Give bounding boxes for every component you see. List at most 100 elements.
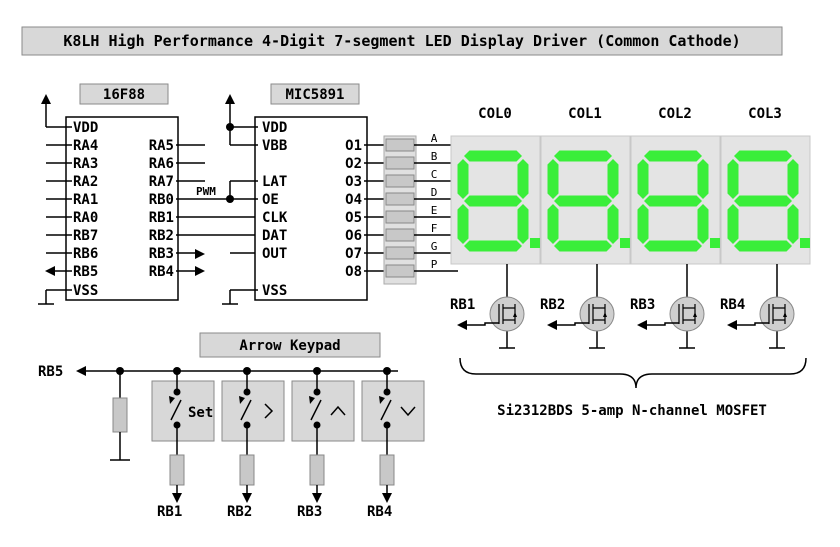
pic-pin-ra4: RA4 bbox=[73, 138, 98, 154]
digit-3 bbox=[720, 135, 811, 265]
pic-pin-ra2: RA2 bbox=[73, 174, 98, 190]
driver-pin-o1: O1 bbox=[345, 138, 362, 154]
pic-pin-rb3: RB3 bbox=[149, 246, 174, 262]
key-label: Set bbox=[188, 405, 213, 421]
driver-pin-o7: O7 bbox=[345, 246, 362, 262]
column-label-col1: COL1 bbox=[568, 106, 602, 122]
segment-letter-e: E bbox=[431, 204, 438, 217]
mosfet-rb2: RB2 bbox=[540, 264, 615, 349]
driver-pin-oe: OE bbox=[262, 192, 279, 208]
column-labels: COL0 COL1 COL2 COL3 bbox=[478, 106, 782, 122]
driver-pin-o3: O3 bbox=[345, 174, 362, 190]
pic-pin-rb0: RB0 bbox=[149, 192, 174, 208]
key-output-arrow-icon bbox=[382, 493, 392, 503]
arrow-up-icon bbox=[330, 405, 346, 416]
segment-resistors bbox=[383, 135, 458, 285]
segment-resistor bbox=[385, 264, 415, 278]
pic-name: 16F88 bbox=[103, 87, 145, 103]
segment-letter-a: A bbox=[431, 132, 438, 145]
segment-resistor bbox=[385, 174, 415, 188]
key-arrow-up[interactable]: RB3 bbox=[291, 367, 355, 520]
mosfet-label: RB3 bbox=[630, 297, 655, 313]
key-output-arrow-icon bbox=[312, 493, 322, 503]
pic-pin-ra3: RA3 bbox=[73, 156, 98, 172]
driver-chip: MIC5891 VDD VBB LAT OE CLK DAT OUT VSS O1O2O3O4… bbox=[205, 83, 386, 305]
pic-pin-vdd: VDD bbox=[73, 120, 98, 136]
driver-pin-o2: O2 bbox=[345, 156, 362, 172]
rb3-arrow-icon bbox=[195, 249, 205, 259]
driver-name: MIC5891 bbox=[285, 87, 344, 103]
arrow-right-icon bbox=[264, 403, 274, 419]
key-output-label: RB3 bbox=[297, 504, 322, 520]
pic-pin-ra5: RA5 bbox=[149, 138, 174, 154]
mosfet-gate-arrow-icon bbox=[637, 320, 647, 330]
column-label-col0: COL0 bbox=[478, 106, 512, 122]
key-output-label: RB1 bbox=[157, 504, 182, 520]
mosfet-gate-arrow-icon bbox=[547, 320, 557, 330]
segment-resistor bbox=[385, 156, 415, 170]
segment-letter-d: D bbox=[431, 186, 438, 199]
key-output-arrow-icon bbox=[242, 493, 252, 503]
driver-pin-o5: O5 bbox=[345, 210, 362, 226]
driver-pin-dat: DAT bbox=[262, 228, 287, 244]
keypad-title: Arrow Keypad bbox=[239, 338, 340, 354]
pic-pin-vss: VSS bbox=[73, 283, 98, 299]
driver-pin-clk: CLK bbox=[262, 210, 288, 226]
pic-pin-rb6: RB6 bbox=[73, 246, 98, 262]
segment-resistor bbox=[385, 246, 415, 260]
title-box: K8LH High Performance 4-Digit 7-segment … bbox=[21, 26, 783, 56]
driver-pin-vss: VSS bbox=[262, 283, 287, 299]
keypad-rb5-label: RB5 bbox=[38, 364, 63, 380]
mosfet-label: RB4 bbox=[720, 297, 745, 313]
driver-pin-vdd: VDD bbox=[262, 120, 287, 136]
key-arrow-down[interactable]: RB4 bbox=[361, 367, 425, 520]
mosfet-caption: Si2312BDS 5-amp N-channel MOSFET bbox=[497, 403, 767, 419]
vdd-arrow-icon bbox=[41, 94, 51, 104]
segment-resistor bbox=[385, 210, 415, 224]
digit-2 bbox=[630, 135, 721, 265]
segment-letter-b: B bbox=[431, 150, 438, 163]
key-output-arrow-icon bbox=[172, 493, 182, 503]
pic-pin-rb1: RB1 bbox=[149, 210, 174, 226]
pic-pin-ra1: RA1 bbox=[73, 192, 98, 208]
driver-vdd-arrow-icon bbox=[225, 94, 235, 104]
pic-pin-ra0: RA0 bbox=[73, 210, 98, 226]
mosfet-rb3: RB3 bbox=[630, 264, 705, 349]
driver-pin-o6: O6 bbox=[345, 228, 362, 244]
pic-pin-ra6: RA6 bbox=[149, 156, 174, 172]
rb4-arrow-icon bbox=[195, 266, 205, 276]
driver-pin-out: OUT bbox=[262, 246, 287, 262]
driver-pin-lat: LAT bbox=[262, 174, 287, 190]
key-arrow-right[interactable]: RB2 bbox=[221, 367, 285, 520]
driver-pin-vbb: VBB bbox=[262, 138, 287, 154]
segment-letter-f: F bbox=[431, 222, 438, 235]
column-label-col3: COL3 bbox=[748, 106, 782, 122]
pwm-label: PWM bbox=[196, 185, 216, 198]
digit-1 bbox=[540, 135, 631, 265]
key-output-label: RB2 bbox=[227, 504, 252, 520]
pic-pin-rb7: RB7 bbox=[73, 228, 98, 244]
mosfet-label: RB1 bbox=[450, 297, 475, 313]
mosfet-gate-arrow-icon bbox=[457, 320, 467, 330]
pic-pin-ra7: RA7 bbox=[149, 174, 174, 190]
column-label-col2: COL2 bbox=[658, 106, 692, 122]
mosfet-brace bbox=[459, 357, 807, 389]
keypad-rb5-arrow-icon bbox=[76, 366, 86, 376]
driver-pin-o4: O4 bbox=[345, 192, 362, 208]
segment-resistor bbox=[385, 138, 415, 152]
mosfet-rb1: RB1 bbox=[450, 264, 525, 349]
pic-pin-rb5: RB5 bbox=[73, 264, 98, 280]
pic-pin-rb4: RB4 bbox=[149, 264, 174, 280]
segment-letter-p: P bbox=[431, 258, 438, 271]
rb5-arrow-icon bbox=[45, 266, 55, 276]
driver-pin-o8: O8 bbox=[345, 264, 362, 280]
segment-letter-g: G bbox=[431, 240, 438, 253]
segment-letter-c: C bbox=[431, 168, 438, 181]
display-digits bbox=[450, 135, 811, 265]
segment-resistor bbox=[385, 228, 415, 242]
